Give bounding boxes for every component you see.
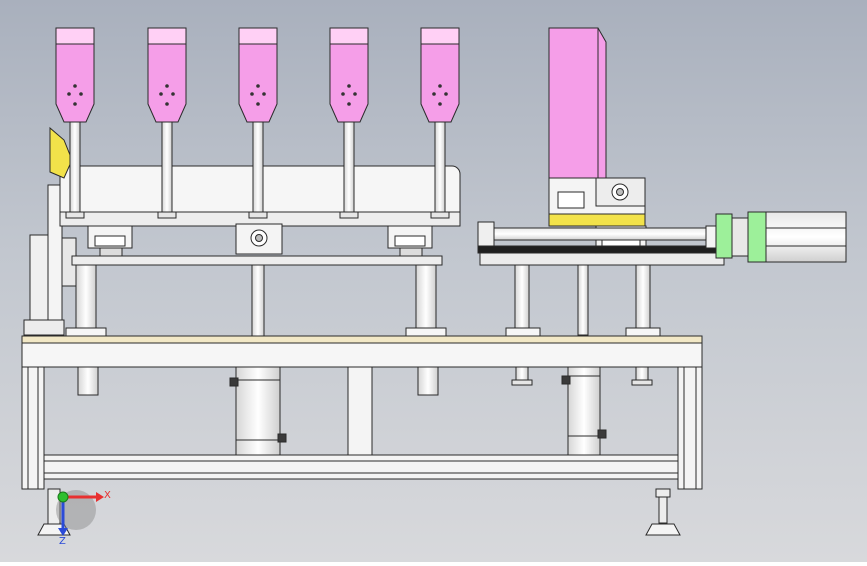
x-axis-arrow-icon xyxy=(96,492,104,502)
pink-cylinder-5 xyxy=(420,27,460,219)
pink-cylinder-3 xyxy=(238,27,278,219)
pink-cylinder-2 xyxy=(147,27,187,219)
cylinder-row xyxy=(55,27,460,219)
under-table-rods xyxy=(77,366,653,396)
pink-cylinder-1 xyxy=(55,27,95,219)
axis-triad: X Z xyxy=(56,490,111,547)
y-axis-dot-icon xyxy=(57,491,69,503)
z-axis-arrow-icon xyxy=(58,528,68,536)
left-guide-rods xyxy=(65,264,447,338)
lift-cylinder-left xyxy=(229,366,287,456)
guide-block-center xyxy=(235,223,283,255)
right-assembly xyxy=(477,27,847,266)
right-guide-rods xyxy=(505,264,661,337)
lift-cylinder-right xyxy=(561,366,607,456)
z-axis-label: Z xyxy=(59,536,66,547)
left-upright-frame xyxy=(23,184,77,336)
left-slide-plate xyxy=(71,255,443,266)
guide-blocks xyxy=(87,223,433,257)
x-axis-label: X xyxy=(104,490,111,501)
leveling-feet xyxy=(37,488,681,536)
guide-block-right xyxy=(387,225,433,257)
lower-frame xyxy=(21,366,703,490)
pink-cylinder-4 xyxy=(329,27,369,219)
guide-block-left xyxy=(87,225,133,257)
yellow-side-bracket xyxy=(49,126,73,179)
table-plate xyxy=(21,335,703,368)
